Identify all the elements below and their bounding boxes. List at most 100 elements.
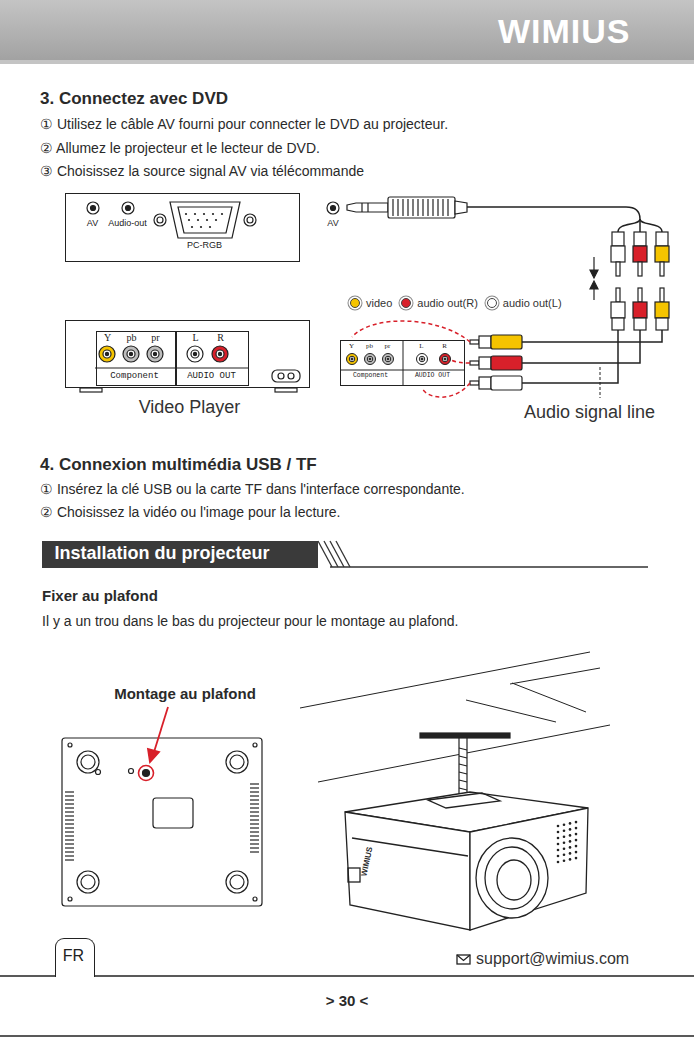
video-player-jacks (193, 352, 196, 355)
ceiling (300, 652, 590, 708)
projector-ports (215, 219, 217, 221)
projector-body (485, 847, 539, 909)
header-bar (0, 0, 694, 60)
projector-bottom-view (250, 847, 259, 848)
leader-arrow (148, 749, 159, 762)
support-email: support@wimius.com (476, 950, 629, 968)
port-label: L (192, 332, 198, 344)
projector-bottom-view (77, 871, 99, 893)
audio-out-panel: LRAUDIO OUT (176, 331, 249, 386)
av-cable (612, 318, 624, 330)
projector-bottom-view (65, 855, 74, 856)
av-cable (611, 288, 669, 330)
projector-bottom-view (65, 823, 74, 824)
footer (0, 1035, 694, 1036)
ceiling-mount (459, 756, 467, 758)
av-cable (470, 361, 479, 365)
projector-body (476, 838, 548, 918)
legend-text: audio out(L) (503, 297, 562, 309)
projector-bottom-view (65, 811, 74, 812)
projector-bottom-view (129, 769, 134, 774)
projector-body (348, 868, 360, 882)
av-cable (331, 206, 336, 211)
projector-body (569, 846, 572, 849)
av-cable (397, 199, 398, 216)
av-cable (611, 232, 669, 276)
av-cable (412, 199, 413, 216)
port-label: Y (104, 332, 111, 344)
band-decoration (318, 541, 350, 567)
color-legend: video audio out(R) audio out(L) (350, 297, 571, 309)
projector-bottom-view (250, 799, 259, 800)
av-cable (467, 207, 640, 219)
port-closeup-panel: YpbprLRComponentAUDIO OUT (340, 340, 465, 386)
footer (457, 955, 470, 964)
projector-ports (188, 219, 190, 221)
ceiling (466, 700, 556, 722)
projector-body (563, 847, 566, 850)
legend-text: audio out(R) (417, 297, 478, 309)
projector-bottom-view (230, 755, 244, 769)
projector-bottom-view (250, 831, 259, 832)
av-cable (470, 340, 479, 344)
instruction: ② Allumez le projecteur et le lecteur de… (40, 140, 320, 156)
av-cable (616, 262, 620, 276)
av-cable (470, 335, 522, 390)
product-logo: WIMIUS (359, 846, 374, 877)
device-caption: Video Player (139, 397, 241, 418)
av-cable (470, 381, 479, 385)
av-cable (442, 199, 443, 216)
panel-closeup-jacks (383, 354, 394, 365)
av-cable (422, 199, 423, 216)
projector-body (569, 822, 572, 825)
av-cable (634, 318, 646, 330)
subheading: Fixer au plafond (42, 587, 158, 604)
projector-body (563, 829, 566, 832)
av-cable (618, 219, 640, 232)
projector-body (557, 855, 560, 858)
projector-body (557, 831, 560, 834)
port-label: pr (151, 332, 159, 344)
projector-body (428, 793, 500, 808)
av-cable (612, 232, 624, 246)
instruction: ③ Choisissez la source signal AV via tél… (40, 163, 364, 179)
panel-closeup-jacks (347, 354, 358, 365)
projector-bottom-view (77, 751, 99, 773)
projector-bottom-view (250, 783, 259, 784)
projector-ports (209, 226, 211, 228)
projector-bottom-view (250, 787, 259, 788)
projector-ports (200, 226, 202, 228)
video-player-jacks (80, 388, 102, 392)
leader-arrow (148, 707, 168, 762)
av-cable (491, 335, 522, 349)
panel-closeup-jacks (444, 358, 446, 360)
port-label: R (217, 332, 224, 344)
video-player-jacks (218, 352, 221, 355)
legend-text: video (366, 297, 392, 309)
projector-body (557, 861, 560, 864)
projector-ports (126, 206, 131, 211)
av-cable (491, 376, 522, 390)
footer (0, 975, 56, 976)
ceiling-mount (459, 772, 467, 774)
ceiling (510, 668, 600, 684)
section-heading: 4. Connexion multimédia USB / TF (40, 455, 317, 475)
projector-ports (178, 207, 232, 233)
video-player-jacks (105, 352, 108, 355)
projector-bottom-view (250, 835, 259, 836)
connection-guides (451, 360, 470, 363)
projector-ports (197, 219, 199, 221)
header-bar (0, 0, 694, 64)
av-cable (660, 262, 664, 276)
projector-bottom-view (143, 770, 150, 777)
projector-bottom-view (65, 795, 74, 796)
projector-body (563, 859, 566, 862)
section-heading: 3. Connectez avec DVD (40, 89, 228, 109)
projector-bottom-view (250, 815, 259, 816)
ceiling-mount (420, 733, 510, 738)
panel-closeup-jacks (349, 356, 355, 362)
projector-bottom-view (68, 897, 72, 901)
projector-body (575, 839, 578, 842)
video-player-jacks (272, 370, 300, 382)
